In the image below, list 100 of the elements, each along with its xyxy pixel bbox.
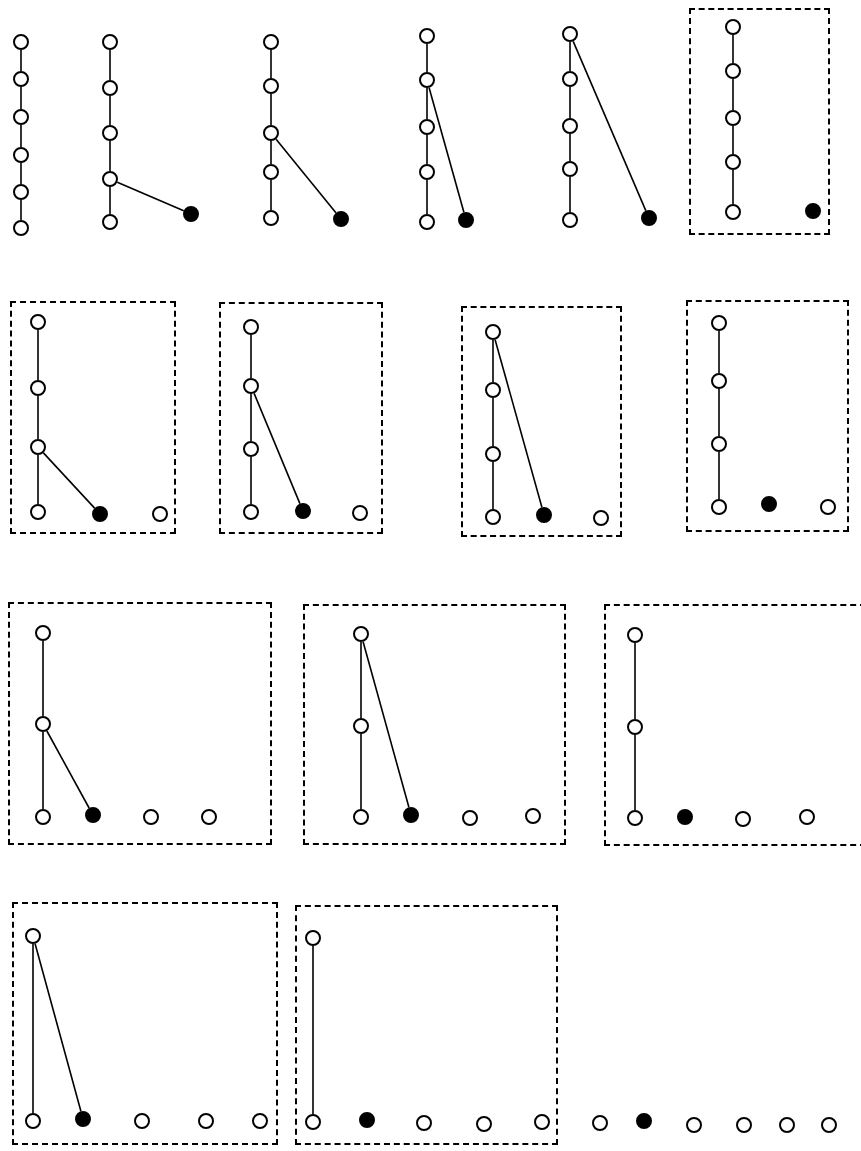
connector-line bbox=[275, 138, 337, 214]
open-circle-vertex bbox=[198, 1113, 214, 1129]
open-circle-vertex bbox=[485, 446, 501, 462]
connector-line bbox=[569, 41, 571, 72]
connector-line bbox=[37, 329, 39, 381]
open-circle-vertex bbox=[711, 315, 727, 331]
connector-line bbox=[37, 454, 39, 505]
open-circle-vertex bbox=[799, 809, 815, 825]
open-circle-vertex bbox=[102, 214, 118, 230]
open-circle-vertex bbox=[263, 34, 279, 50]
open-circle-vertex bbox=[476, 1116, 492, 1132]
connector-line bbox=[569, 86, 571, 119]
open-circle-vertex bbox=[779, 1117, 795, 1133]
open-circle-vertex bbox=[419, 119, 435, 135]
open-circle-vertex bbox=[711, 436, 727, 452]
open-circle-vertex bbox=[736, 1117, 752, 1133]
dashed-frame bbox=[219, 302, 383, 534]
open-circle-vertex bbox=[25, 1113, 41, 1129]
connector-line bbox=[634, 734, 636, 811]
open-circle-vertex bbox=[821, 1117, 837, 1133]
open-circle-vertex bbox=[13, 220, 29, 236]
connector-line bbox=[426, 179, 428, 215]
connector-line bbox=[109, 49, 111, 81]
open-circle-vertex bbox=[35, 716, 51, 732]
open-circle-vertex bbox=[416, 1115, 432, 1131]
connector-line bbox=[116, 181, 185, 212]
open-circle-vertex bbox=[30, 439, 46, 455]
open-circle-vertex bbox=[243, 504, 259, 520]
connector-line bbox=[569, 133, 571, 162]
open-circle-vertex bbox=[735, 811, 751, 827]
open-circle-vertex bbox=[13, 184, 29, 200]
open-circle-vertex bbox=[30, 380, 46, 396]
open-circle-vertex bbox=[152, 506, 168, 522]
connector-line bbox=[732, 169, 734, 205]
open-circle-vertex bbox=[725, 204, 741, 220]
dashed-frame bbox=[461, 306, 622, 537]
filled-circle-vertex bbox=[85, 807, 101, 823]
open-circle-vertex bbox=[35, 625, 51, 641]
filled-circle-vertex bbox=[359, 1112, 375, 1128]
dashed-frame bbox=[686, 300, 849, 532]
connector-line bbox=[426, 87, 428, 120]
open-circle-vertex bbox=[134, 1113, 150, 1129]
open-circle-vertex bbox=[25, 928, 41, 944]
filled-circle-vertex bbox=[636, 1113, 652, 1129]
dashed-frame bbox=[8, 602, 272, 845]
connector-line bbox=[270, 140, 272, 165]
connector-line bbox=[270, 93, 272, 126]
open-circle-vertex bbox=[102, 171, 118, 187]
connector-line bbox=[253, 392, 301, 505]
connector-line bbox=[20, 86, 22, 110]
open-circle-vertex bbox=[143, 809, 159, 825]
dashed-frame bbox=[604, 604, 861, 846]
connector-line bbox=[492, 339, 494, 383]
open-circle-vertex bbox=[686, 1117, 702, 1133]
connector-line bbox=[718, 330, 720, 374]
open-circle-vertex bbox=[562, 118, 578, 134]
connector-line bbox=[250, 456, 252, 505]
open-circle-vertex bbox=[419, 164, 435, 180]
dashed-frame bbox=[10, 301, 176, 534]
connector-line bbox=[250, 334, 252, 379]
connector-line bbox=[270, 179, 272, 211]
open-circle-vertex bbox=[711, 499, 727, 515]
open-circle-vertex bbox=[353, 626, 369, 642]
filled-circle-vertex bbox=[403, 807, 419, 823]
connector-line bbox=[718, 388, 720, 437]
connector-line bbox=[270, 49, 272, 79]
connector-line bbox=[250, 393, 252, 442]
open-circle-vertex bbox=[627, 719, 643, 735]
connector-line bbox=[42, 452, 96, 509]
open-circle-vertex bbox=[352, 505, 368, 521]
connector-line bbox=[426, 134, 428, 165]
connector-line bbox=[428, 86, 465, 214]
connector-line bbox=[360, 641, 362, 719]
open-circle-vertex bbox=[562, 212, 578, 228]
open-circle-vertex bbox=[263, 125, 279, 141]
filled-circle-vertex bbox=[295, 503, 311, 519]
open-circle-vertex bbox=[419, 72, 435, 88]
connector-line bbox=[494, 338, 543, 509]
connector-line bbox=[37, 395, 39, 440]
open-circle-vertex bbox=[627, 810, 643, 826]
connector-line bbox=[492, 461, 494, 510]
dashed-frame bbox=[689, 8, 830, 235]
open-circle-vertex bbox=[353, 809, 369, 825]
connector-line bbox=[312, 945, 314, 1115]
open-circle-vertex bbox=[13, 109, 29, 125]
filled-circle-vertex bbox=[641, 210, 657, 226]
connector-line bbox=[718, 451, 720, 500]
open-circle-vertex bbox=[263, 210, 279, 226]
filled-circle-vertex bbox=[677, 809, 693, 825]
filled-circle-vertex bbox=[333, 211, 349, 227]
connector-line bbox=[732, 125, 734, 155]
connector-line bbox=[732, 34, 734, 64]
open-circle-vertex bbox=[725, 110, 741, 126]
connector-line bbox=[42, 731, 44, 810]
open-circle-vertex bbox=[102, 34, 118, 50]
filled-circle-vertex bbox=[805, 203, 821, 219]
dashed-frame bbox=[295, 905, 558, 1145]
open-circle-vertex bbox=[243, 441, 259, 457]
open-circle-vertex bbox=[102, 125, 118, 141]
open-circle-vertex bbox=[562, 71, 578, 87]
